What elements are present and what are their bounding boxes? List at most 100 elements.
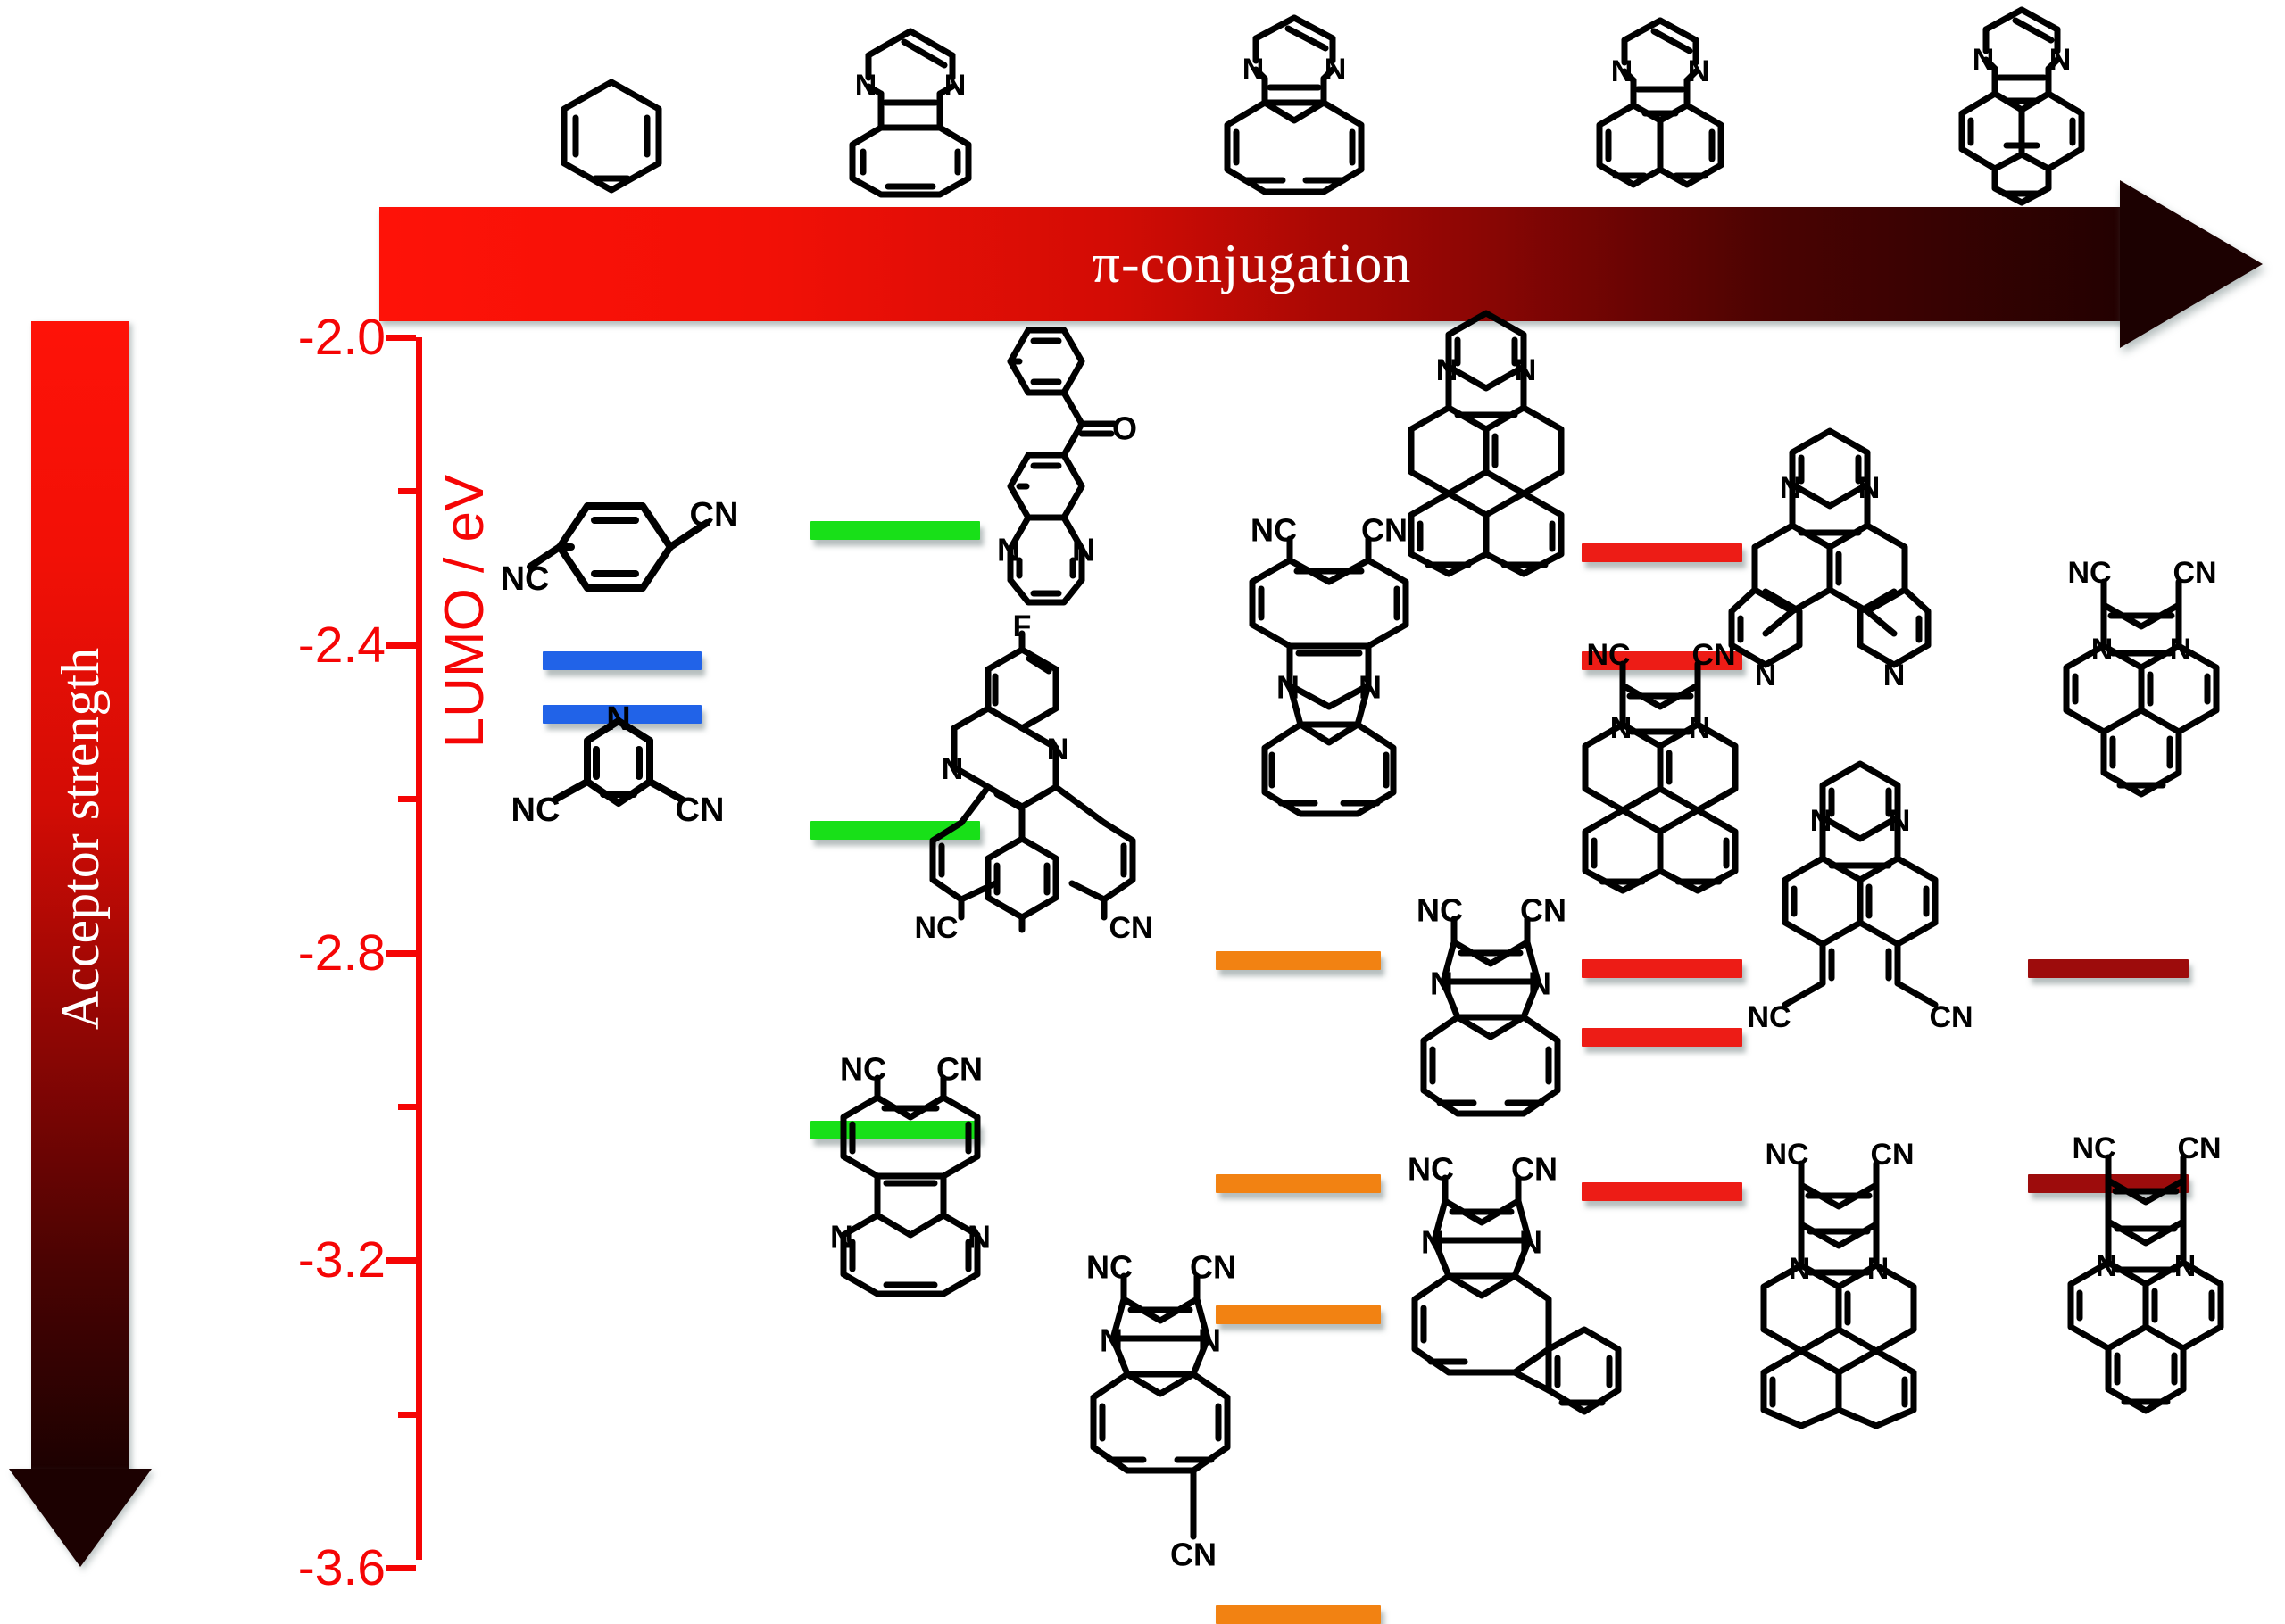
molecule-pyridine-dicarbonitrile: N CN NC bbox=[507, 700, 730, 839]
energy-level-bar bbox=[1216, 1305, 1381, 1324]
acceptor-strength-label: Acceptor strength bbox=[50, 647, 110, 1031]
atom-label-n: N bbox=[1325, 53, 1347, 87]
y-axis-tick-label: -3.2 bbox=[297, 1231, 386, 1289]
arrow-head-icon bbox=[2120, 180, 2263, 348]
y-axis-tick-label: -2.0 bbox=[297, 309, 386, 366]
atom-label-n: N bbox=[1047, 733, 1069, 766]
atom-label-n: N bbox=[1610, 711, 1633, 745]
molecule-acenaphtho-phenazine-dicarbonitrile: NC CN N N bbox=[1218, 512, 1442, 839]
header-molecule-dibenzo-quinoxaline: N N bbox=[1571, 13, 1749, 205]
y-axis-title: LUMO / eV bbox=[433, 474, 495, 749]
atom-label-n: N bbox=[855, 69, 877, 103]
atom-label-n: N bbox=[1198, 1322, 1221, 1359]
arrow-body bbox=[379, 207, 2124, 321]
atom-label-cn: CN bbox=[1929, 1000, 1973, 1034]
y-axis-major-tick bbox=[386, 642, 416, 649]
atom-label-cn: CN bbox=[676, 791, 725, 829]
atom-label-n: N bbox=[1867, 1252, 1890, 1286]
atom-label-nc: NC bbox=[1086, 1249, 1133, 1286]
atom-label-nc: NC bbox=[511, 791, 561, 829]
pi-conjugation-arrow: π-conjugation bbox=[379, 180, 2263, 348]
atom-label-n: N bbox=[1430, 965, 1453, 1002]
y-axis-tick-label: -3.6 bbox=[297, 1539, 386, 1597]
energy-level-bar bbox=[1582, 543, 1742, 563]
atom-label-cn: CN bbox=[1361, 512, 1408, 549]
atom-label-cn: CN bbox=[690, 496, 739, 534]
atom-label-cn: CN bbox=[1691, 638, 1735, 672]
y-axis-tick-label: -2.4 bbox=[297, 616, 386, 674]
atom-label-n: N bbox=[2174, 1249, 2197, 1283]
atom-label-cn: CN bbox=[1511, 1151, 1558, 1188]
energy-level-bar bbox=[1216, 951, 1381, 971]
atom-label-n: N bbox=[2096, 1249, 2118, 1283]
atom-label-n: N bbox=[1889, 804, 1911, 838]
arrow-body bbox=[31, 321, 129, 1472]
energy-level-bar bbox=[810, 520, 980, 540]
atom-label-nc: NC bbox=[1408, 1151, 1454, 1188]
atom-label-nc: NC bbox=[1747, 1000, 1791, 1034]
atom-label-n: N bbox=[1100, 1322, 1123, 1359]
atom-label-nc: NC bbox=[501, 560, 550, 598]
atom-label-n: N bbox=[1883, 659, 1906, 692]
y-axis-major-tick bbox=[386, 1257, 416, 1264]
atom-label-cn: CN bbox=[2177, 1131, 2221, 1165]
atom-label-cn: CN bbox=[1520, 892, 1566, 929]
pi-conjugation-label: π-conjugation bbox=[1092, 234, 1412, 294]
atom-label-nc: NC bbox=[1417, 892, 1463, 929]
atom-label-n: N bbox=[1515, 353, 1537, 387]
molecule-dibenzo-quinoxaline-dicarbonitrile: NC CN N N bbox=[1553, 638, 1767, 937]
energy-level-bar bbox=[1216, 1604, 1381, 1624]
atom-label-n: N bbox=[1689, 711, 1711, 745]
y-axis-major-tick bbox=[386, 1565, 416, 1572]
molecule-phenyl-ketone-quinoxaline: O N N bbox=[964, 321, 1160, 625]
header-molecule-pyreno-pyrazine: N N bbox=[1928, 4, 2115, 206]
energy-level-bar bbox=[1216, 1174, 1381, 1194]
atom-label-nc: NC bbox=[840, 1051, 886, 1088]
atom-label-n: N bbox=[1242, 53, 1265, 87]
y-axis-minor-tick bbox=[398, 488, 416, 495]
molecule-pyreno-pyrazine-dicarbonitrile: NC CN N N bbox=[2031, 556, 2254, 857]
atom-label-nc: NC bbox=[2072, 1131, 2115, 1165]
atom-label-n: N bbox=[830, 1219, 853, 1255]
energy-level-bar bbox=[1582, 958, 1742, 978]
header-molecule-acenaphtho-pyrazine: N N bbox=[1209, 9, 1379, 201]
molecule-acenaphtho-pyrazine-dicarbonitrile: NC CN N N bbox=[1388, 892, 1593, 1187]
atom-label-n: N bbox=[1688, 54, 1710, 88]
arrow-head-icon bbox=[9, 1469, 152, 1567]
y-axis-minor-tick bbox=[398, 1104, 416, 1110]
atom-label-nc: NC bbox=[2067, 556, 2111, 590]
atom-label-nc: NC bbox=[1586, 638, 1630, 672]
y-axis-tick-label: -2.8 bbox=[297, 924, 386, 982]
header-molecule-benzene bbox=[553, 71, 669, 196]
y-axis-major-tick bbox=[386, 949, 416, 957]
atom-label-n: N bbox=[1072, 532, 1095, 568]
atom-label-nc: NC bbox=[914, 911, 958, 945]
atom-label-n: N bbox=[942, 752, 964, 786]
atom-label-n: N bbox=[1528, 965, 1551, 1002]
atom-label-cn: CN bbox=[1170, 1537, 1217, 1573]
atom-label-n: N bbox=[2049, 43, 2072, 77]
atom-label-n: N bbox=[1810, 804, 1832, 838]
atom-label-cn: CN bbox=[1870, 1138, 1914, 1172]
atom-label-cn: CN bbox=[1109, 911, 1152, 945]
atom-label-n: N bbox=[1276, 669, 1300, 706]
molecule-fluoro-bis-cyanophenyl-quinoxaline: F N N NC CN bbox=[906, 609, 1192, 945]
molecule-dibenzo-quinoxaline-parent: N N bbox=[1379, 310, 1593, 577]
atom-label-n: N bbox=[1359, 669, 1382, 706]
atom-label-n: N bbox=[1519, 1224, 1542, 1261]
atom-label-n: N bbox=[1436, 353, 1458, 387]
atom-label-n: N bbox=[1611, 54, 1633, 88]
atom-label-o: O bbox=[1112, 410, 1137, 447]
atom-label-n: N bbox=[1789, 1252, 1811, 1286]
atom-label-f: F bbox=[1013, 609, 1032, 643]
molecule-pyreno-phenazine-dicarbonitrile: NC CN N N bbox=[2035, 1131, 2258, 1459]
atom-label-nc: NC bbox=[1765, 1138, 1808, 1172]
y-axis-minor-tick bbox=[398, 1411, 416, 1418]
energy-level-bar bbox=[1582, 1181, 1742, 1201]
atom-label-n: N bbox=[1780, 471, 1802, 505]
acceptor-strength-arrow: Acceptor strength bbox=[9, 321, 152, 1570]
y-axis-major-tick bbox=[386, 335, 416, 341]
molecule-terephthalonitrile: CN NC bbox=[501, 486, 739, 611]
energy-level-bar bbox=[543, 705, 702, 725]
energy-level-bar bbox=[2028, 958, 2189, 978]
